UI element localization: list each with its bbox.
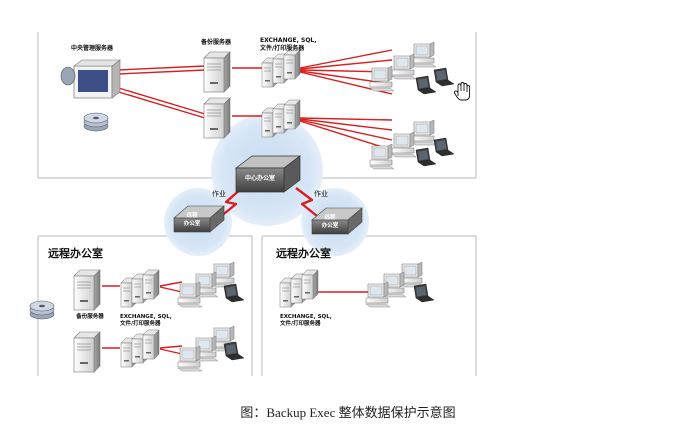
- bl-backup-server-label: 备份服务器: [75, 312, 104, 320]
- server-icon: [283, 49, 301, 80]
- remote-office-title-right: 远程办公室: [276, 246, 331, 260]
- br-app-servers-l2: 文件/打印服务器: [280, 319, 321, 327]
- server-icon: [203, 51, 231, 93]
- laptop-icon: [223, 341, 245, 361]
- laptop-icon: [415, 75, 437, 95]
- remote-node-right-l2: 办公室: [322, 221, 339, 229]
- server-icon: [73, 269, 101, 311]
- server-icon: [203, 97, 231, 139]
- connection-lines: [102, 49, 393, 355]
- server-icon: [283, 99, 301, 130]
- server-icon: [142, 329, 160, 360]
- job-left-label: 作业: [212, 189, 226, 198]
- remote-office-title-left: 远程办公室: [48, 246, 103, 260]
- br-app-servers-l1: EXCHANGE, SQL,: [280, 314, 332, 320]
- laptop-icon: [415, 147, 437, 167]
- workstation-icon: [177, 345, 203, 372]
- workstation-icon: [177, 281, 203, 308]
- app-servers-label-line2: 文件/打印服务器: [259, 44, 305, 52]
- bl-app-servers-l1: EXCHANGE, SQL,: [120, 314, 172, 320]
- workstation-icon: [411, 41, 437, 68]
- bl-app-servers-l2: 文件/打印服务器: [120, 319, 161, 327]
- central-office-router: [234, 155, 302, 193]
- remote-node-left-l2: 办公室: [184, 219, 201, 227]
- workstation-icon: [391, 53, 417, 80]
- workstation-icon: [369, 143, 395, 170]
- server-icon: [142, 269, 160, 300]
- workstation-icon: [365, 281, 391, 308]
- central-mgmt-server-label: 中央管理服务器: [71, 44, 114, 52]
- central-office-label: 中心办公室: [245, 174, 275, 182]
- workstation-icon: [411, 119, 437, 146]
- remote-node-left-l1: 远程: [186, 211, 198, 219]
- server-icon: [73, 331, 101, 373]
- tape-library-icon: [83, 112, 109, 132]
- lightning-link-icon-right: [295, 187, 323, 221]
- central-management-server: [60, 59, 121, 99]
- server-icon: [301, 269, 319, 300]
- remote-node-right-l1: 远程: [324, 213, 336, 221]
- hand-cursor-icon: [453, 82, 471, 101]
- laptop-icon: [413, 283, 435, 303]
- job-right-label: 作业: [314, 189, 328, 198]
- app-servers-label-line1: EXCHANGE, SQL,: [260, 37, 317, 44]
- laptop-icon: [433, 67, 455, 87]
- lightning-link-icon-left: [213, 187, 243, 223]
- workstation-icon: [391, 131, 417, 158]
- tape-library-icon: [29, 300, 55, 320]
- backup-server-label: 备份服务器: [200, 38, 232, 46]
- figure-caption: 图：Backup Exec 整体数据保护示意图: [240, 405, 456, 420]
- workstation-icon: [369, 65, 395, 92]
- laptop-icon: [223, 283, 245, 303]
- laptop-icon: [433, 137, 455, 157]
